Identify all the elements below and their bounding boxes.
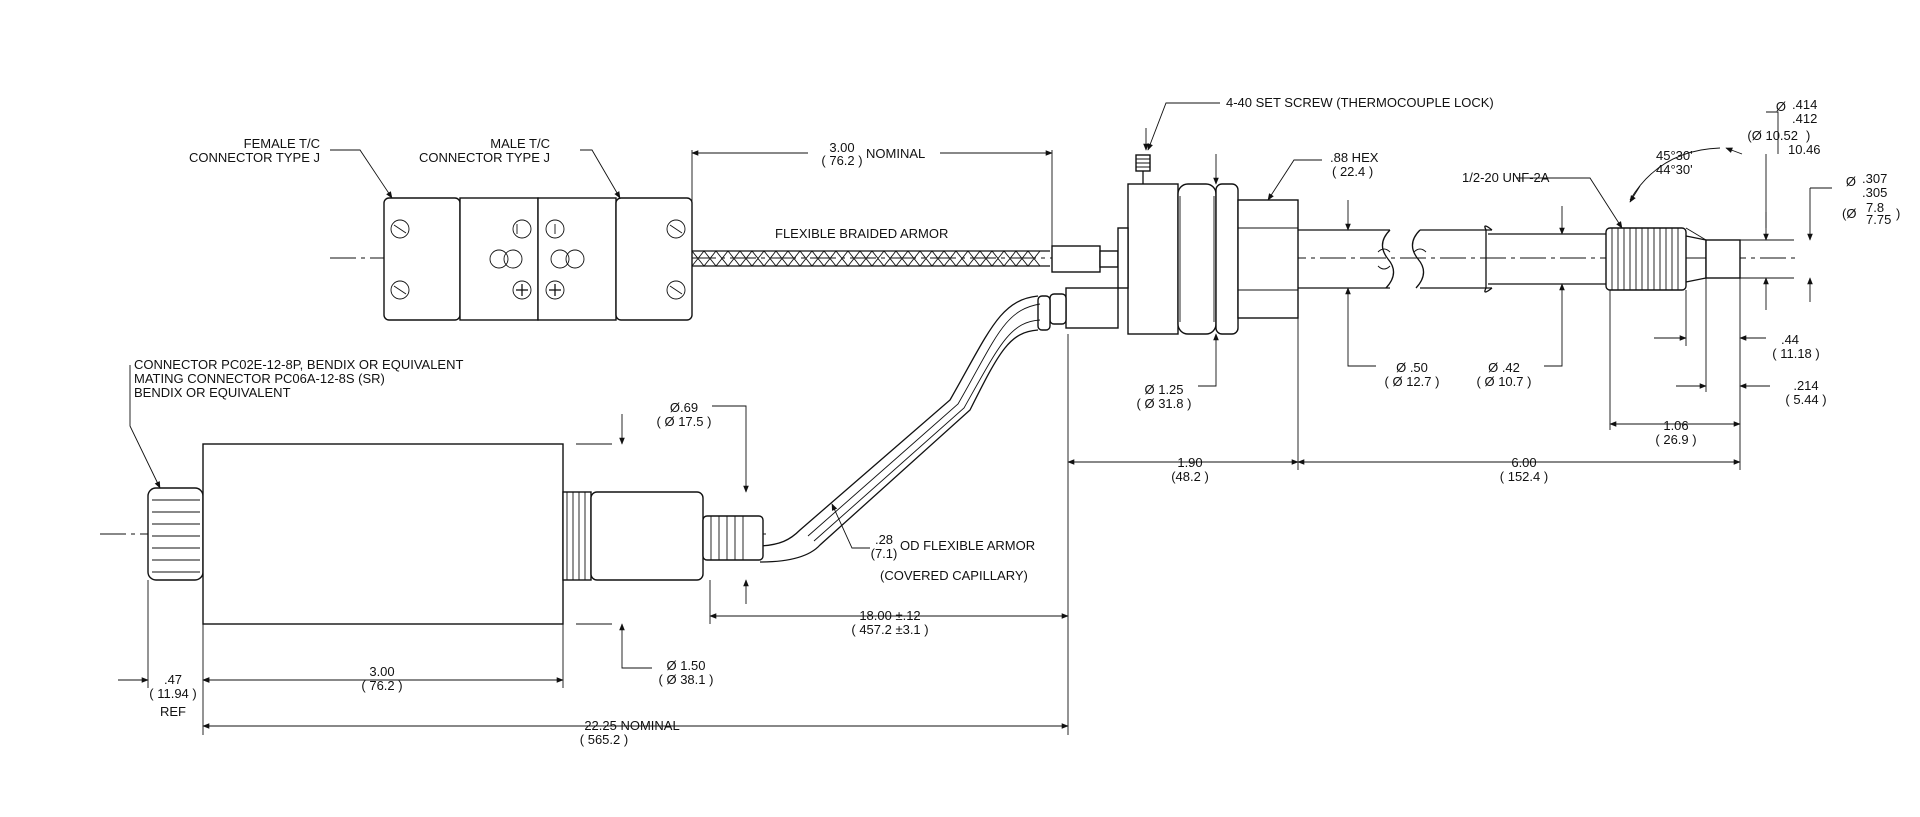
d190-mm: (48.2 ) (1171, 469, 1209, 484)
connector-label-3: BENDIX OR EQUIVALENT (134, 385, 291, 400)
od-armor-in: .28 (875, 532, 893, 547)
probe-thread (1605, 227, 1741, 291)
dia050-in: Ø .50 (1396, 360, 1428, 375)
dia042-in: Ø .42 (1488, 360, 1520, 375)
set-screw-label: 4-40 SET SCREW (THERMOCOUPLE LOCK) (1226, 95, 1494, 110)
d044-mm: ( 11.18 ) (1772, 346, 1819, 361)
dia125-mm: ( Ø 31.8 ) (1137, 396, 1192, 411)
dia414-sym: Ø (1776, 99, 1786, 114)
dia125-in: Ø 1.25 (1144, 382, 1183, 397)
probe-shaft (1298, 225, 1606, 293)
dia414-in2: .412 (1792, 111, 1817, 126)
dia042-mm: ( Ø 10.7 ) (1477, 374, 1532, 389)
leader-female-tc (330, 149, 393, 199)
leader-connector (129, 365, 161, 489)
male-tc-connector (537, 197, 693, 321)
d047-ref: REF (160, 704, 186, 719)
od-armor-text: OD FLEXIBLE ARMOR (900, 538, 1035, 553)
dia414-mm2: 10.46 (1788, 142, 1821, 157)
hex-body (1237, 199, 1299, 319)
female-tc-connector (383, 197, 539, 321)
dim-300-in: 3.00 (829, 140, 854, 155)
d044-in: .44 (1781, 332, 1799, 347)
d2225-in: 22.25 NOMINAL (584, 718, 679, 733)
d1800-in: 18.00 ±.12 (859, 608, 920, 623)
dia307-in1: .307 (1862, 171, 1887, 186)
dia307-in2: .305 (1862, 185, 1887, 200)
d600-in: 6.00 (1511, 455, 1536, 470)
sensor-fitting (562, 491, 764, 581)
d600-mm: ( 152.4 ) (1500, 469, 1548, 484)
thread-label: 1/2-20 UNF-2A (1462, 170, 1550, 185)
d106-in: 1.06 (1663, 418, 1688, 433)
d214-mm: ( 5.44 ) (1785, 392, 1826, 407)
leader-male-tc (580, 149, 621, 199)
dia414-mm1b: ) (1806, 128, 1810, 143)
dia307-mm1: 7.8 (1866, 200, 1884, 215)
dia307-mm-open: (Ø (1842, 206, 1856, 221)
female-tc-label-1: FEMALE T/C (244, 136, 320, 151)
d2225-mm: ( 565.2 ) (580, 732, 628, 747)
text-layer: FEMALE T/C CONNECTOR TYPE J MALE T/C CON… (134, 95, 1900, 747)
dia150-mm: ( Ø 38.1 ) (659, 672, 714, 687)
flexible-armor-capillary (759, 287, 1119, 563)
d047-mm: ( 11.94 ) (149, 686, 196, 701)
d1800-mm: ( 457.2 ±3.1 ) (851, 622, 928, 637)
dim-300-suffix: NOMINAL (866, 146, 925, 161)
covered-capillary: (COVERED CAPILLARY) (880, 568, 1028, 583)
braided-armor (691, 245, 1119, 273)
male-tc-label-1: MALE T/C (490, 136, 550, 151)
female-tc-label-2: CONNECTOR TYPE J (189, 150, 320, 165)
dia307-mm2: 7.75 (1866, 212, 1891, 227)
lower-connector-thread (147, 487, 204, 581)
dia069-in: Ø.69 (670, 400, 698, 415)
d047-in: .47 (164, 672, 182, 687)
dim-300-mm: ( 76.2 ) (821, 153, 862, 168)
dia069-mm: ( Ø 17.5 ) (657, 414, 712, 429)
hex-label-2: ( 22.4 ) (1332, 164, 1373, 179)
d300b-mm: ( 76.2 ) (361, 678, 402, 693)
dia307-sym: Ø (1846, 174, 1856, 189)
d214-in: .214 (1793, 378, 1818, 393)
d300b-in: 3.00 (369, 664, 394, 679)
leader-set-screw (1147, 102, 1220, 151)
braided-armor-label: FLEXIBLE BRAIDED ARMOR (775, 226, 948, 241)
dia414-mm1: (Ø 10.52 (1747, 128, 1798, 143)
connector-label-2: MATING CONNECTOR PC06A-12-8S (SR) (134, 371, 385, 386)
male-tc-label-2: CONNECTOR TYPE J (419, 150, 550, 165)
od-armor-mm: (7.1) (871, 546, 898, 561)
angle-label-1: 45°30' (1656, 148, 1693, 163)
probe-head (1117, 154, 1239, 335)
sensor-body (202, 443, 564, 625)
d106-mm: ( 26.9 ) (1655, 432, 1696, 447)
angle-label-2: 44°30' (1656, 162, 1693, 177)
dia307-mm-close: ) (1896, 206, 1900, 221)
connector-label-1: CONNECTOR PC02E-12-8P, BENDIX OR EQUIVAL… (134, 357, 463, 372)
dia050-mm: ( Ø 12.7 ) (1385, 374, 1440, 389)
dia414-in1: .414 (1792, 97, 1817, 112)
hex-label-1: .88 HEX (1330, 150, 1379, 165)
dia150-in: Ø 1.50 (666, 658, 705, 673)
d190-in: 1.90 (1177, 455, 1202, 470)
